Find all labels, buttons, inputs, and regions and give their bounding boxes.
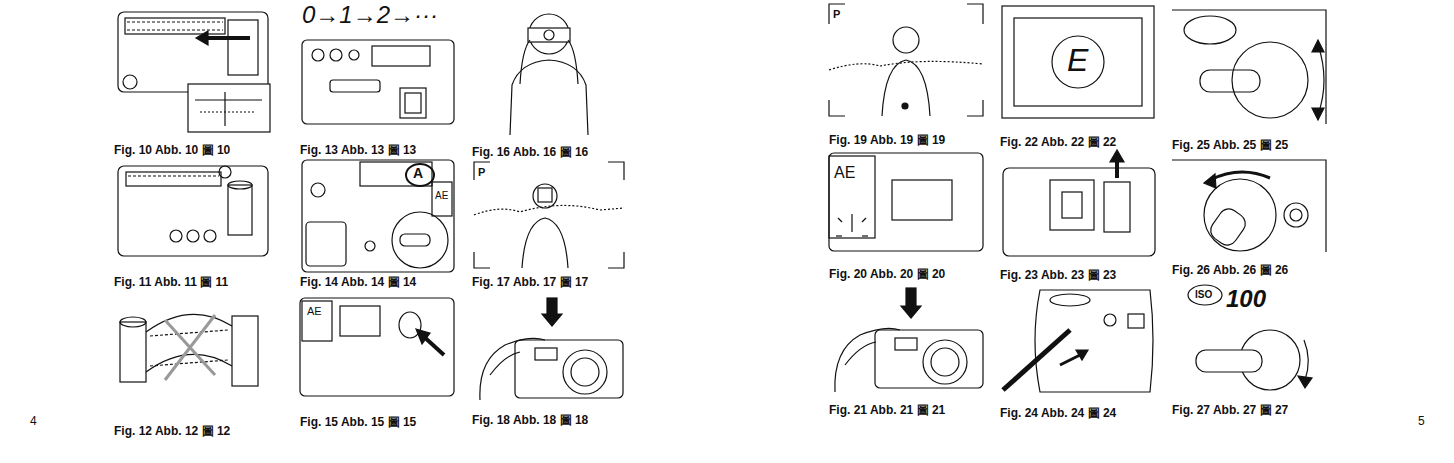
- figure-panel: Fig. 14 Abb. 14 圖 14: [298, 158, 458, 276]
- figure-caption: Fig. 27 Abb. 27 圖 27: [1172, 403, 1288, 417]
- figure-caption: Fig. 21 Abb. 21 圖 21: [829, 403, 945, 417]
- film-loading-illustration: [118, 12, 270, 132]
- figure-panel: Fig. 19 Abb. 19 圖 19: [827, 2, 985, 120]
- flash-mode-letter: A: [413, 166, 423, 181]
- lcd-counter: 0→1→2→···: [302, 2, 438, 28]
- figure-panel: Fig. 18 Abb. 18 圖 18: [470, 290, 628, 400]
- figure-caption: Fig. 20 Abb. 20 圖 20: [829, 267, 945, 281]
- figure-caption: Fig. 16 Abb. 16 圖 16: [472, 145, 588, 159]
- figure-caption: Fig. 13 Abb. 13 圖 13: [300, 143, 416, 157]
- lcd-error-letter: E: [1067, 43, 1088, 78]
- figure-panel: Fig. 17 Abb. 17 圖 17: [470, 158, 628, 273]
- button-press-illustration: [300, 298, 454, 396]
- viewfinder-illustration: [829, 4, 983, 116]
- page-number: 5: [1418, 415, 1425, 428]
- figure-panel: Fig. 23 Abb. 23 圖 23: [998, 148, 1158, 260]
- iso-value: 100: [1226, 286, 1266, 312]
- ae-lamp-illustration: [829, 153, 983, 251]
- figure-caption: Fig. 12 Abb. 12 圖 12: [114, 424, 230, 438]
- shutter-press-illustration: [835, 288, 983, 392]
- figure-caption: Fig. 23 Abb. 23 圖 23: [1000, 268, 1116, 282]
- film-leader-illustration: [118, 166, 268, 256]
- page-number: 4: [30, 415, 37, 428]
- figure-panel: Fig. 16 Abb. 16 圖 16: [470, 2, 628, 137]
- viewfinder-illustration: [474, 162, 624, 268]
- figure-panel: Fig. 25 Abb. 25 圖 25: [1170, 2, 1330, 130]
- film-cartridge-illustration: [120, 314, 258, 386]
- figure-caption: Fig. 25 Abb. 25 圖 25: [1172, 138, 1288, 152]
- figure-caption: Fig. 17 Abb. 17 圖 17: [472, 275, 588, 289]
- figure-caption: Fig. 10 Abb. 10 圖 10: [114, 143, 230, 157]
- mode-indicator: P: [833, 8, 840, 20]
- figure-panel: Fig. 10 Abb. 10 圖 10: [112, 2, 275, 137]
- flash-mode-illustration: [302, 160, 454, 272]
- iso-dial-illustration: [1188, 285, 1312, 390]
- shutter-press-illustration: [480, 298, 623, 400]
- figure-caption: Fig. 15 Abb. 15 圖 15: [300, 415, 416, 429]
- figure-caption: Fig. 11 Abb. 11 圖 11: [114, 275, 228, 289]
- film-removal-illustration: [1003, 150, 1155, 256]
- ae-mark: AE: [834, 164, 855, 182]
- figure-caption: Fig. 26 Abb. 26 圖 26: [1172, 263, 1288, 277]
- photographer-illustration: [510, 14, 588, 135]
- figure-panel: Fig. 24 Abb. 24 圖 24: [998, 285, 1158, 393]
- figure-panel: Fig. 11 Abb. 11 圖 11: [112, 160, 275, 270]
- mode-indicator: P: [478, 166, 485, 178]
- ae-mark: AE: [307, 305, 322, 317]
- figure-caption: Fig. 22 Abb. 22 圖 22: [1000, 135, 1116, 149]
- figure-panel: Fig. 26 Abb. 26 圖 26: [1170, 155, 1330, 255]
- self-timer-illustration: [1172, 160, 1326, 252]
- figure-caption: Fig. 14 Abb. 14 圖 14: [300, 275, 416, 289]
- figure-caption: Fig. 24 Abb. 24 圖 24: [1000, 406, 1116, 420]
- figure-caption: Fig. 18 Abb. 18 圖 18: [472, 413, 588, 427]
- iso-mark: ISO: [1195, 289, 1212, 300]
- mode-dial-illustration: [1172, 10, 1326, 124]
- frame-counter-illustration: [302, 40, 454, 124]
- reset-button-illustration: [1003, 290, 1153, 392]
- figure-panel: Fig. 15 Abb. 15 圖 15: [298, 295, 458, 403]
- lcd-error-illustration: [1002, 6, 1154, 118]
- figure-caption: Fig. 19 Abb. 19 圖 19: [829, 133, 945, 147]
- ae-mark: AE: [435, 190, 448, 201]
- figure-panel: Fig. 12 Abb. 12 圖 12: [112, 292, 275, 407]
- figure-panel: Fig. 21 Abb. 21 圖 21: [827, 285, 985, 390]
